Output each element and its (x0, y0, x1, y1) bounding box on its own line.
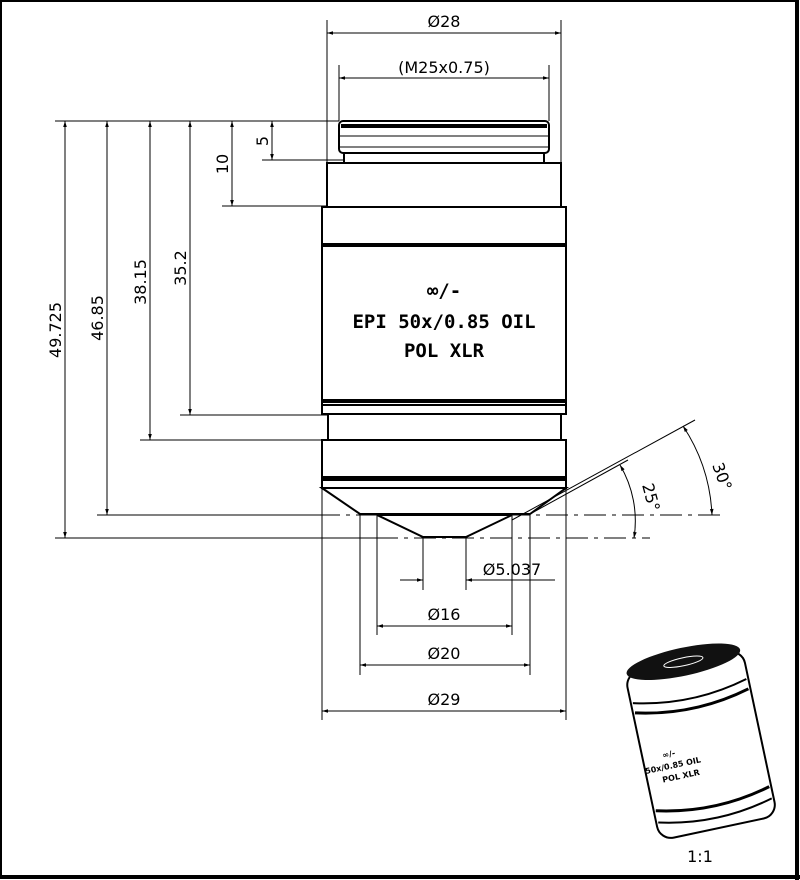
dim-h49: 49.725 (46, 302, 65, 358)
dim-d29: Ø29 (428, 690, 461, 709)
svg-text:∞/-: ∞/- (661, 749, 675, 760)
dim-h5: 5 (253, 136, 272, 146)
objective-outline (318, 120, 570, 538)
engraving-type: POL XLR (404, 340, 485, 362)
engraving-model: EPI 50x/0.85 OIL (352, 311, 535, 333)
dim-h38: 38.15 (131, 259, 150, 305)
height-dimensions: 5 10 35.2 38.15 46.85 49.725 (46, 120, 377, 539)
scale-label: 1:1 (687, 847, 713, 866)
dim-angle30: 30° (708, 460, 736, 493)
dim-h35: 35.2 (171, 250, 190, 286)
dim-h46: 46.85 (88, 295, 107, 341)
engraving-infinity: ∞/- (427, 280, 461, 302)
engraving-text: ∞/- EPI 50x/0.85 OIL POL XLR (352, 280, 535, 362)
dim-d20: Ø20 (428, 644, 461, 663)
dim-d16: Ø16 (428, 605, 461, 624)
bottom-dimensions: Ø5.037 Ø16 Ø20 Ø29 (321, 488, 567, 720)
dim-h10: 10 (213, 154, 232, 174)
dim-outer-diameter: Ø28 (428, 12, 461, 31)
dim-angle25: 25° (638, 481, 664, 513)
dim-d5: Ø5.037 (483, 560, 541, 579)
top-dimensions: Ø28 (M25x0.75) (326, 12, 562, 163)
dim-thread: (M25x0.75) (398, 58, 490, 77)
objective-3d-view: ∞/- 50x/0.85 OIL POL XLR (626, 643, 776, 839)
